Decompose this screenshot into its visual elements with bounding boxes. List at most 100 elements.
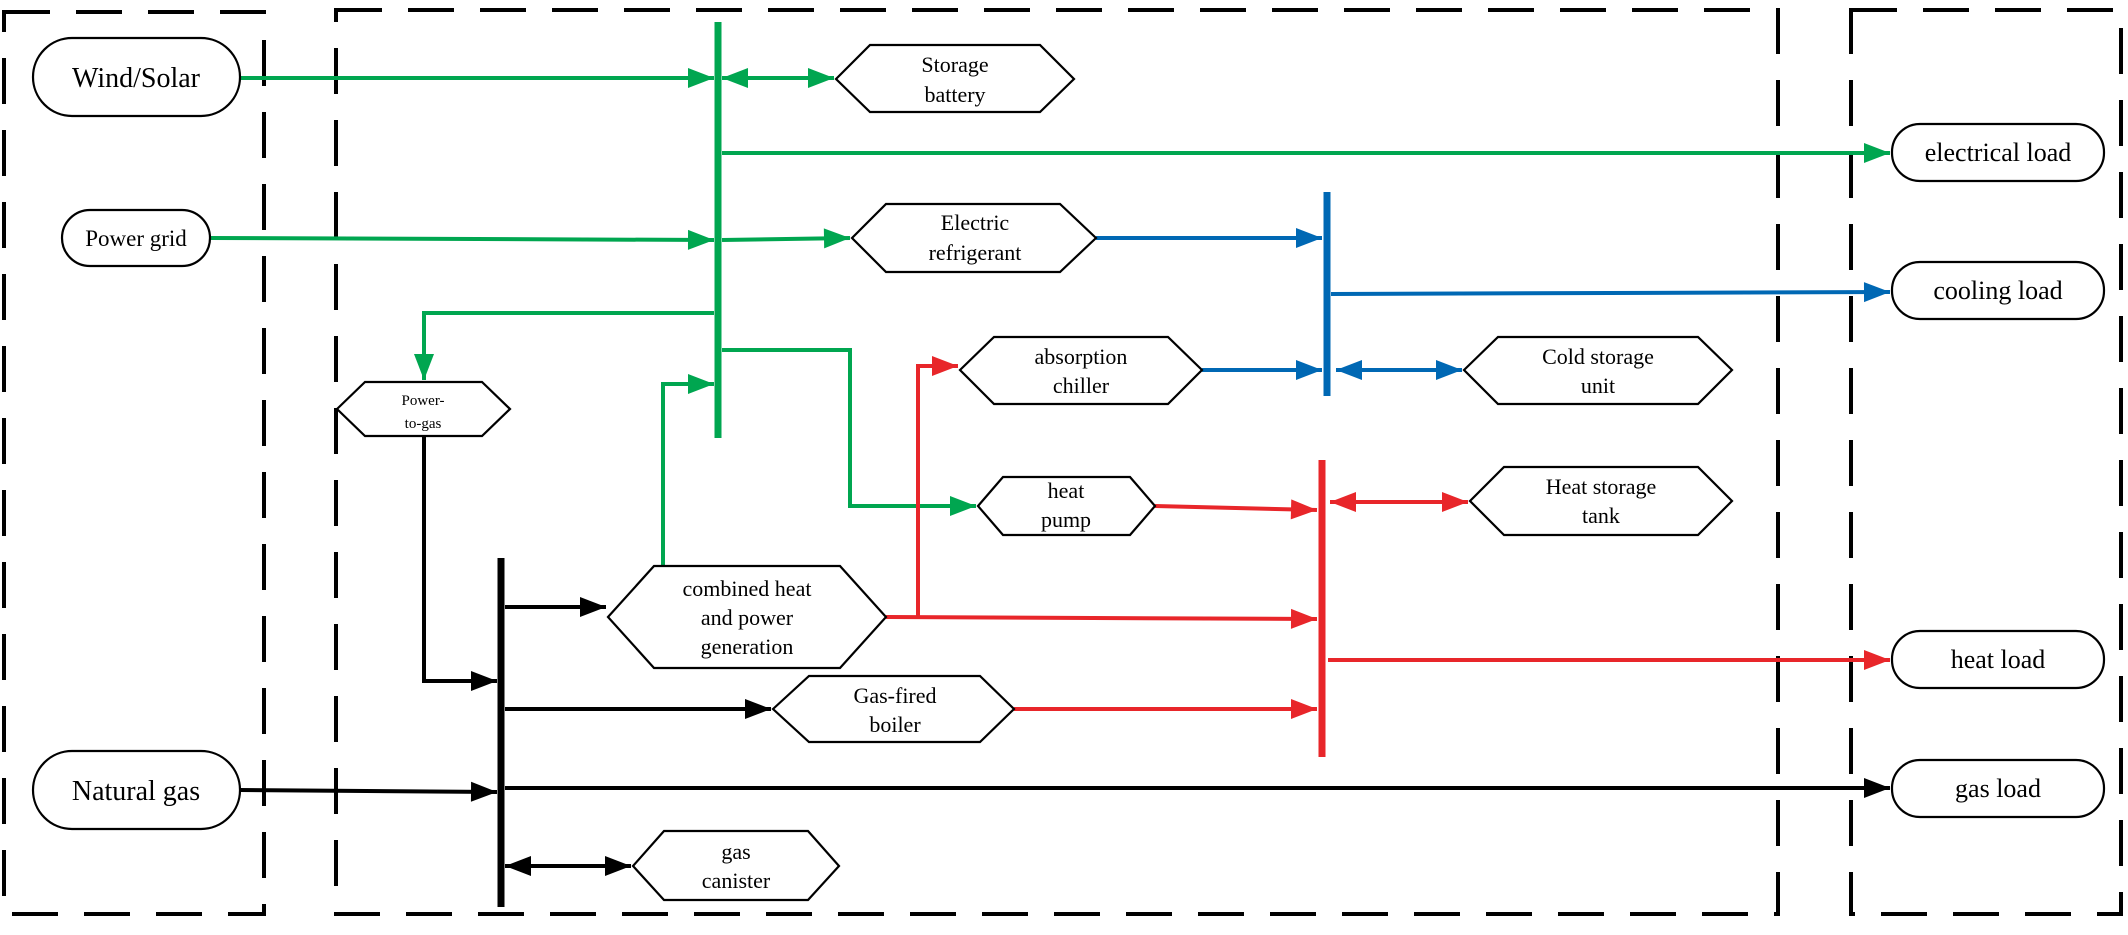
natural-gas-source: Natural gas [31,749,242,831]
gas-fired-boiler-hexagon [771,674,1016,744]
chp-hexagon [606,564,888,670]
gas-load: gas load [1890,758,2106,819]
electrical-load-label: electrical load [1925,138,2072,167]
power-grid-label: Power grid [85,226,187,251]
chp-to-heat-bus-flow [885,615,1318,621]
cooling-bus-to-cooling-load-flow [1330,290,1891,296]
power-grid-to-bus-flow [209,236,715,242]
flow-arrowhead [505,856,531,876]
flow-arrowhead [471,671,497,691]
gas-canister-hexagon [631,829,841,902]
source-nodes: Wind/Solar Power grid Natural gas [31,36,242,831]
gas-canister: gas canister [631,829,841,902]
absorption-chiller-label-2: chiller [1053,373,1110,398]
electrical-load-terminal [1890,122,2106,183]
gas-load-label: gas load [1955,774,2041,803]
flow-arrowhead [1291,699,1317,719]
heat-storage-tank: Heat storage tank [1468,465,1734,537]
gas-canister-label-1: gas [721,839,750,864]
electric-refrigerant: Electric refrigerant [850,202,1098,274]
flow-arrowhead [687,229,714,250]
load-region-frame [1849,8,2123,916]
cold-storage-unit-label-1: Cold storage [1542,344,1654,369]
bus-to-power-to-gas-flow [422,311,714,380]
wind-solar-source: Wind/Solar [31,36,242,118]
gas-fired-boiler-label-2: boiler [869,712,921,737]
cold-storage-unit: Cold storage unit [1462,335,1734,406]
flow-arrowhead [932,356,958,376]
storage-battery-label-1: Storage [921,52,988,77]
chp-label-2: and power [701,605,794,630]
flow-arrowhead [1864,650,1890,670]
cooling-load-terminal [1890,260,2106,321]
heat-storage-tank-label-2: tank [1582,503,1620,528]
heat-load-label: heat load [1951,645,2046,674]
conversion-devices: Storage battery Electric refrigerant Pow… [335,43,1734,902]
flow-arrowhead [1442,492,1468,512]
cold-storage-unit-hexagon [1462,335,1734,406]
flow-arrowhead [1290,608,1317,629]
heat-load: heat load [1890,629,2106,690]
gas-fired-boiler-label-1: Gas-fired [853,683,936,708]
wind-solar-label: Wind/Solar [72,63,201,94]
power-grid-terminal [60,208,212,268]
buses [497,22,1331,907]
flow-arrowhead [1864,143,1890,163]
power-to-gas-label-2: to-gas [405,416,442,432]
cold-storage-unit-label-2: unit [1581,373,1615,398]
natural-gas-to-gas-bus-flow [239,788,498,794]
power-grid-source: Power grid [60,208,212,268]
wind-solar-terminal [31,36,242,118]
source-region-frame [2,10,266,916]
flow-arrowhead [688,68,714,88]
energy-flow-lines [209,68,1891,876]
flow-arrowhead [950,496,976,516]
flow-arrowhead [580,597,606,617]
storage-battery-hexagon [834,43,1076,114]
load-nodes: electrical load cooling load heat load g… [1890,122,2106,819]
power-to-gas-hexagon [335,380,512,438]
natural-gas-label: Natural gas [72,776,200,807]
flow-arrowhead [414,354,434,380]
cooling-load: cooling load [1890,260,2106,321]
flow-arrowhead [1290,499,1317,520]
flow-arrowhead [1436,360,1462,380]
chp-to-absorption-chiller-flow [916,364,958,617]
conversion-region-frame [334,8,1780,916]
heat-storage-tank-label-1: Heat storage [1546,474,1657,499]
power-to-gas: Power- to-gas [335,380,512,438]
gas-fired-boiler: Gas-fired boiler [771,674,1016,744]
region-frames [2,8,2123,916]
flow-arrowhead [470,781,497,802]
chp-to-electric-bus-flow [661,382,714,566]
gas-canister-label-2: canister [702,868,771,893]
heat-pump-to-heat-bus-flow [1154,504,1318,512]
flow-arrowhead [745,699,771,719]
flow-arrowhead [1330,492,1356,512]
flow-arrowhead [1864,778,1890,798]
heat-load-terminal [1890,629,2106,690]
flow-arrowhead [1336,360,1362,380]
storage-battery: Storage battery [834,43,1076,114]
electric-refrigerant-label-2: refrigerant [929,240,1022,265]
heat-pump-hexagon [976,475,1157,537]
flow-arrowhead [1296,228,1322,248]
electric-refrigerant-hexagon [850,202,1098,274]
heat-pump-label-1: heat [1048,478,1085,503]
flow-arrowhead [808,68,834,88]
heat-pump-label-2: pump [1041,507,1091,532]
cooling-load-label: cooling load [1933,276,2062,305]
power-to-gas-label-1: Power- [401,393,444,409]
absorption-chiller-hexagon [958,335,1204,406]
absorption-chiller: absorption chiller [958,335,1204,406]
flow-arrowhead [1863,282,1890,303]
chp-label-1: combined heat [683,576,812,601]
flow-arrowhead [688,374,714,394]
chp-label-3: generation [701,634,794,659]
flow-arrowhead [823,228,850,249]
bus-to-heat-pump-flow [722,348,976,508]
absorption-chiller-label-1: absorption [1035,344,1128,369]
flow-arrowhead [1296,360,1322,380]
natural-gas-terminal [31,749,242,831]
